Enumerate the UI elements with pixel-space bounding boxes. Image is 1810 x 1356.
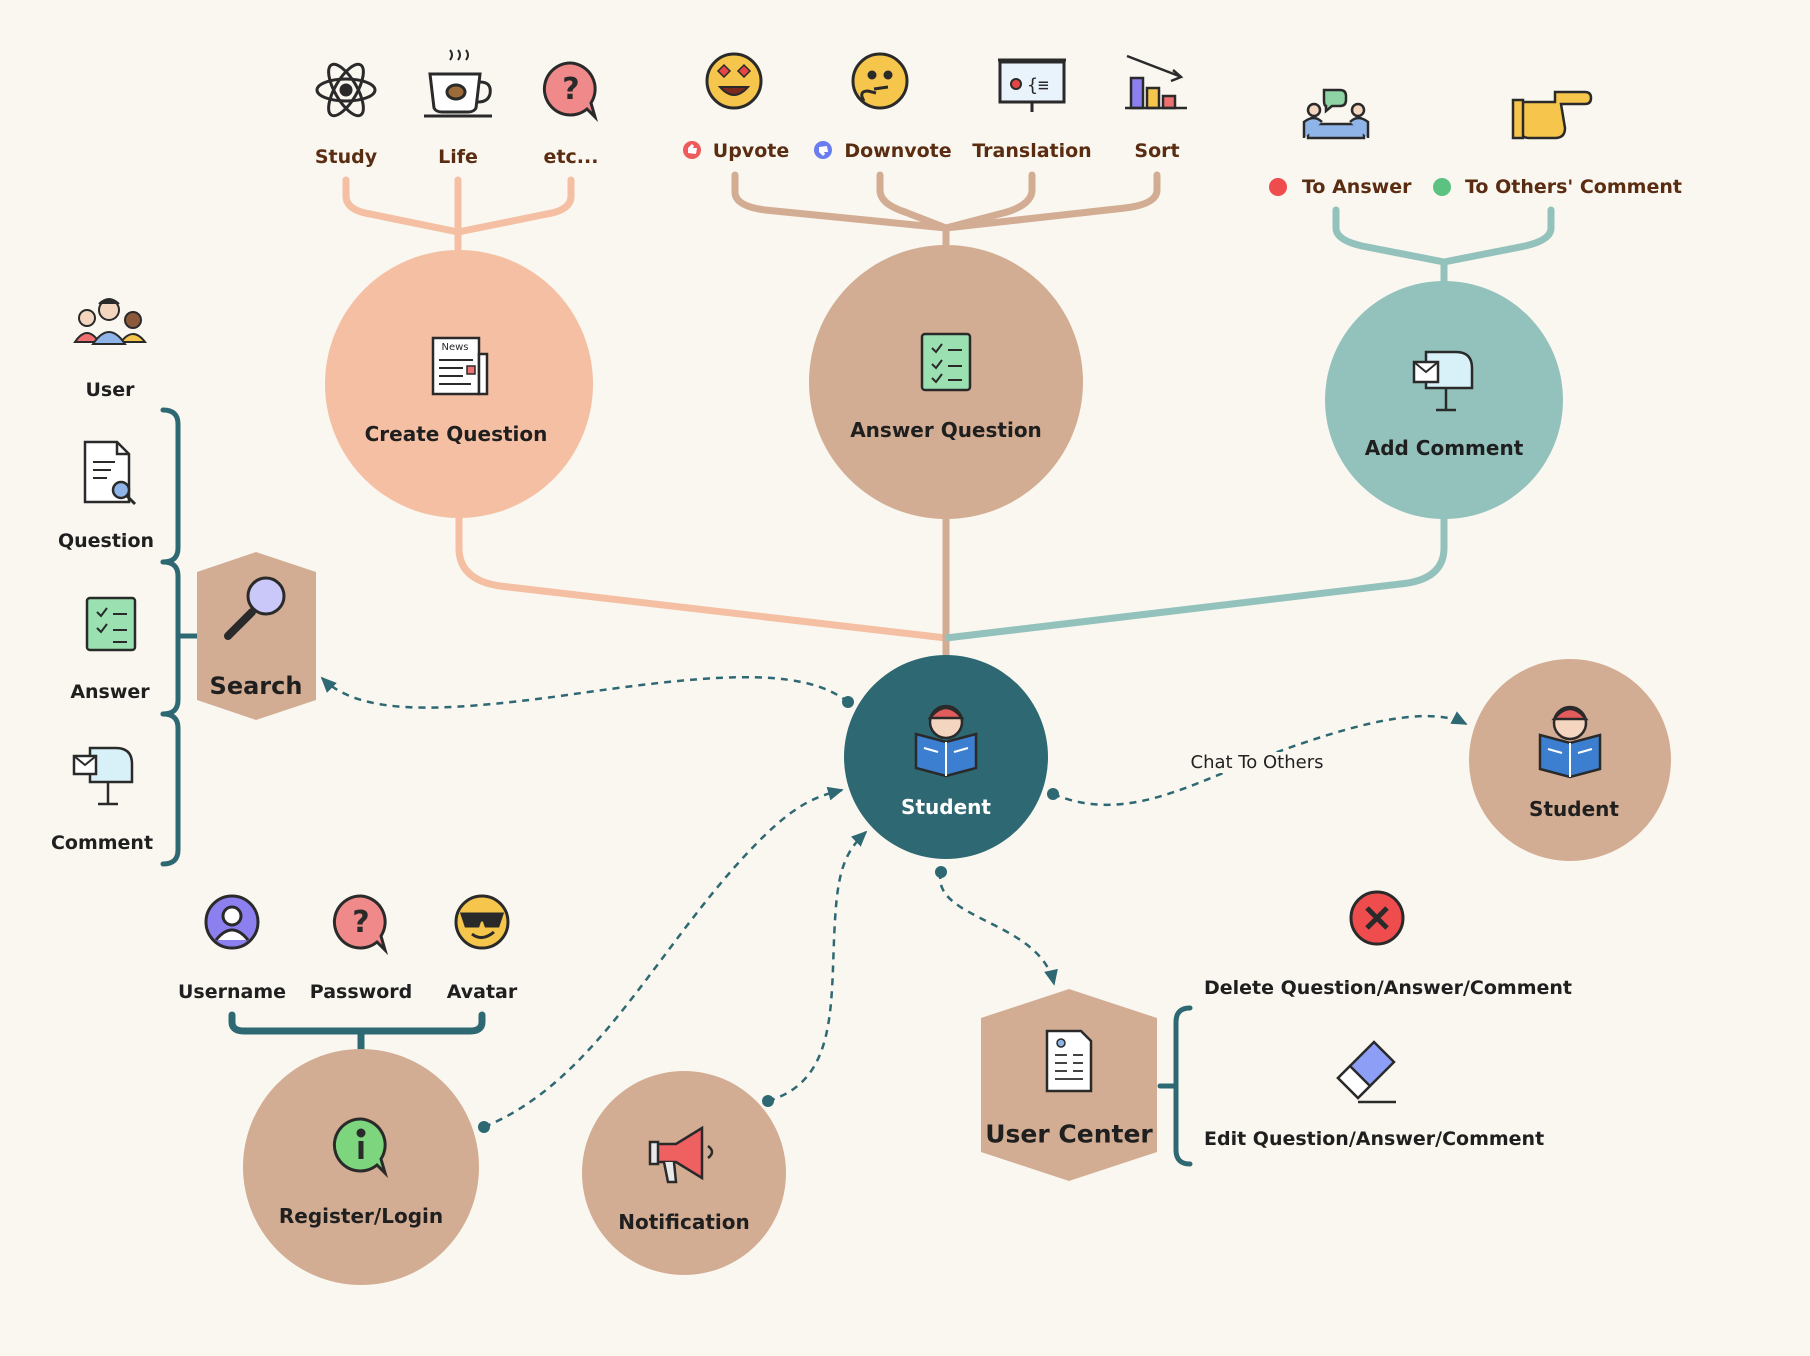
- notification-label: Notification: [618, 1210, 750, 1234]
- comment-to-student-line: [945, 518, 1448, 642]
- mailbox-icon: [1412, 350, 1474, 412]
- user-center-bracket: [1157, 1005, 1193, 1167]
- branch-label-translation: Translation: [972, 140, 1092, 162]
- branch-label-etc: etc...: [543, 146, 599, 168]
- student-center-label: Student: [901, 795, 991, 819]
- student-user-center-flow: [939, 871, 1058, 986]
- svg-text:?: ?: [352, 905, 369, 940]
- thinking-emoji-icon: [851, 52, 909, 110]
- branch-label-to-answer: To Answer: [1302, 176, 1412, 198]
- create-question-label: Create Question: [364, 422, 548, 446]
- question-bubble-icon: ?: [542, 61, 599, 123]
- branch-label-study: Study: [314, 146, 378, 168]
- user-avatar-icon: [204, 894, 260, 950]
- answer-question-label: Answer Question: [850, 418, 1042, 442]
- eraser-edit-icon: [1336, 1040, 1396, 1104]
- atom-icon: [315, 62, 377, 118]
- search-target-question: Question: [57, 530, 155, 552]
- user-center-action-edit: Edit Question/Answer/Comment: [1204, 1128, 1545, 1150]
- answer-question-branch-lines: [731, 171, 1161, 250]
- create-to-student-line: [455, 518, 947, 642]
- to-answer-dot-icon: [1269, 178, 1287, 196]
- svg-text:News: News: [441, 342, 468, 353]
- branch-label-to-others-comment: To Others' Comment: [1465, 176, 1682, 198]
- bar-chart-icon: [1125, 54, 1187, 110]
- coffee-icon: [424, 49, 492, 118]
- question-bubble-icon: ?: [332, 894, 389, 956]
- sunglasses-emoji-icon: [454, 894, 510, 950]
- student-reading-icon: [914, 704, 978, 778]
- newspaper-icon: News: [431, 336, 489, 396]
- magnifier-icon: [224, 576, 286, 640]
- student-other-label: Student: [1529, 797, 1619, 821]
- login-field-avatar: Avatar: [446, 981, 518, 1003]
- search-label: Search: [209, 672, 303, 700]
- branch-label-downvote: Downvote: [844, 140, 952, 162]
- student-reading-icon: [1538, 705, 1602, 779]
- svg-text:{≡: {≡: [1027, 75, 1049, 96]
- create-question-branch-lines: [342, 176, 575, 254]
- search-target-comment: Comment: [50, 832, 154, 854]
- register-login-label: Register/Login: [278, 1204, 444, 1228]
- login-bracket: [228, 1011, 486, 1054]
- mailbox-icon: [72, 746, 134, 806]
- checklist-icon: [85, 596, 137, 652]
- login-field-password: Password: [309, 981, 413, 1003]
- branch-label-sort: Sort: [1134, 140, 1180, 162]
- heart-eyes-emoji-icon: [705, 52, 763, 110]
- search-node: [197, 552, 316, 720]
- resume-document-icon: [1045, 1029, 1093, 1093]
- pointing-hand-icon: [1511, 90, 1593, 140]
- branch-label-life: Life: [438, 146, 478, 168]
- users-group-icon: [73, 298, 148, 345]
- user-center-label: User Center: [985, 1119, 1153, 1149]
- search-bracket: [160, 407, 201, 867]
- chat-edge-label: Chat To Others: [1186, 752, 1328, 773]
- search-target-user: User: [85, 379, 135, 401]
- add-comment-label: Add Comment: [1364, 436, 1524, 460]
- megaphone-icon: [648, 1125, 714, 1184]
- checklist-icon: [920, 332, 972, 392]
- svg-text:?: ?: [562, 72, 579, 107]
- people-chat-icon: [1302, 88, 1370, 140]
- delete-x-icon: [1349, 890, 1405, 946]
- branch-label-upvote: Upvote: [712, 140, 790, 162]
- document-search-icon: [83, 440, 137, 506]
- add-comment-node: [1325, 281, 1563, 519]
- add-comment-branch-lines: [1332, 206, 1555, 286]
- user-center-action-delete: Delete Question/Answer/Comment: [1204, 977, 1573, 999]
- login-field-username: Username: [177, 981, 287, 1003]
- presentation-board-icon: {≡: [998, 58, 1066, 112]
- search-target-answer: Answer: [70, 681, 150, 703]
- notification-student-flow: [767, 830, 868, 1103]
- info-bubble-icon: [332, 1117, 389, 1179]
- notification-node: [582, 1071, 786, 1275]
- to-others-comment-dot-icon: [1433, 178, 1451, 196]
- student-search-flow: [320, 676, 849, 709]
